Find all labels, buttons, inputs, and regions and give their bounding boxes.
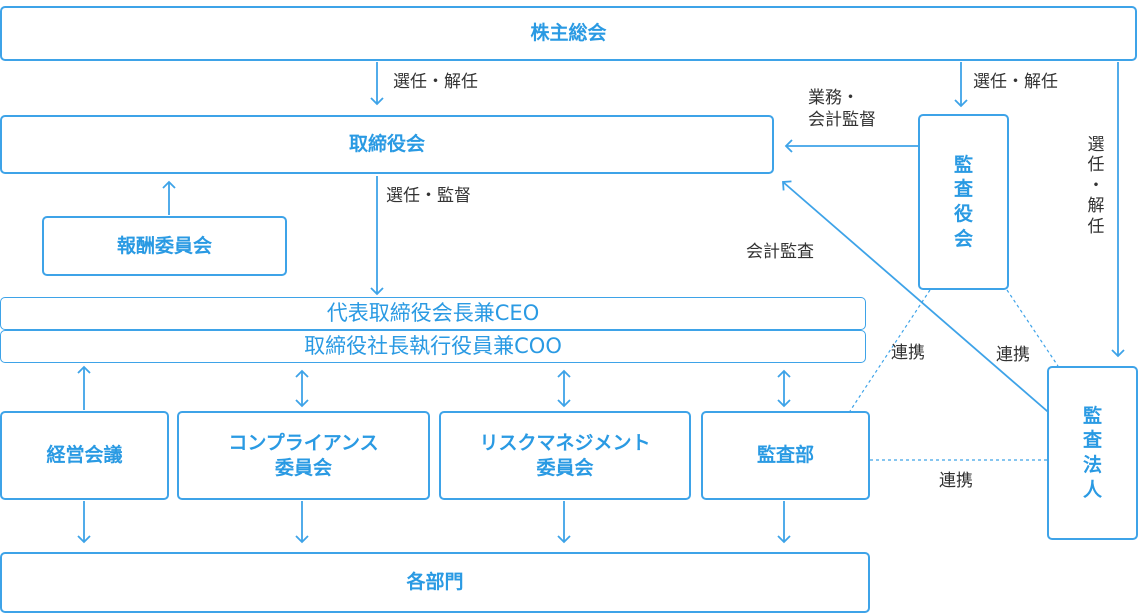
arrow-auditor-to-board — [782, 180, 1063, 425]
audit-board-char: 会 — [953, 227, 973, 250]
label-char: 任 — [1087, 155, 1105, 176]
audit-board-char: 査 — [953, 178, 973, 201]
label-char: 任 — [1087, 216, 1105, 237]
auditing-firm-char: 査 — [1082, 429, 1102, 452]
coo-box: 取締役社長執行役員兼COO — [0, 330, 866, 363]
shareholders-meeting-box: 株主総会 — [0, 6, 1137, 61]
audit-board-char: 監 — [953, 153, 973, 176]
label-char: 解 — [1087, 196, 1105, 217]
dotted-audit-board-audit-dept — [849, 289, 931, 412]
audit-board-box: 監 査 役 会 — [918, 114, 1009, 290]
audit-board-char: 役 — [953, 203, 973, 225]
label-cooperation-bottom: 連携 — [939, 471, 973, 491]
label-business-accounting-audit: 業務・ 会計監督 — [808, 88, 876, 131]
label-accounting-audit: 会計監査 — [746, 242, 814, 262]
departments-box: 各部門 — [0, 552, 870, 613]
label-elect-supervise: 選任・監督 — [386, 186, 471, 206]
board-of-directors-box: 取締役会 — [0, 115, 774, 174]
label-char: ・ — [1087, 175, 1105, 196]
management-meeting-box: 経営会議 — [0, 411, 169, 500]
compensation-committee-box: 報酬委員会 — [42, 216, 287, 276]
risk-management-committee-box: リスクマネジメント 委員会 — [439, 411, 691, 500]
auditing-firm-char: 人 — [1082, 478, 1102, 501]
label-cooperation-audit-dept: 連携 — [891, 343, 925, 363]
auditing-firm-char: 法 — [1082, 454, 1102, 476]
label-char: 選 — [1087, 135, 1105, 155]
audit-department-box: 監査部 — [701, 411, 870, 500]
auditing-firm-char: 監 — [1082, 404, 1102, 427]
label-elect-dismiss-board: 選任・解任 — [393, 72, 478, 92]
label-elect-dismiss-auditor: 選 任 ・ 解 任 — [1085, 135, 1107, 237]
ceo-box: 代表取締役会長兼CEO — [0, 297, 866, 330]
label-elect-dismiss-audit-board: 選任・解任 — [973, 72, 1058, 92]
label-cooperation-auditor: 連携 — [996, 345, 1030, 365]
compliance-committee-box: コンプライアンス 委員会 — [177, 411, 430, 500]
auditing-firm-box: 監 査 法 人 — [1047, 366, 1138, 540]
